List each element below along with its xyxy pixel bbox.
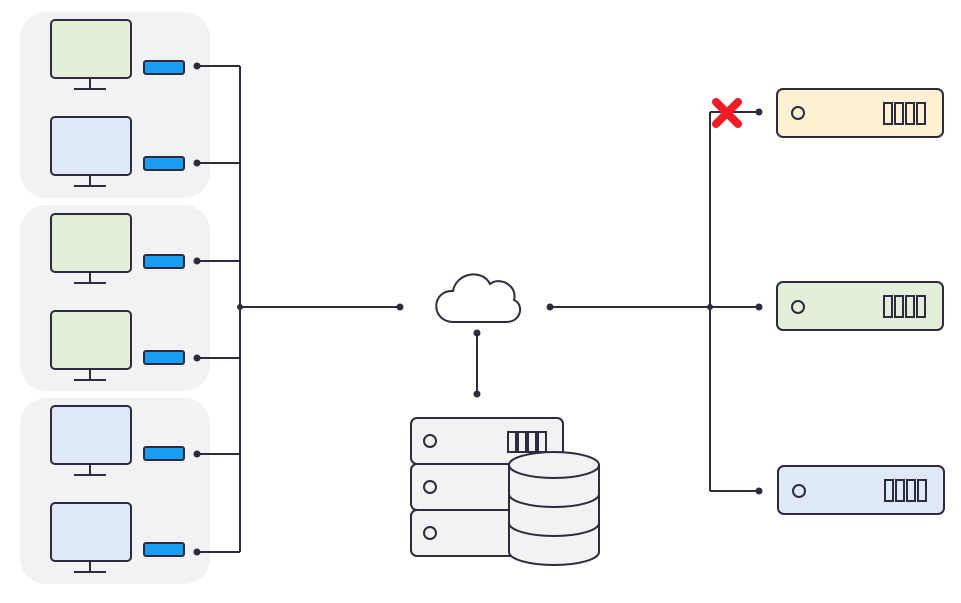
computer-1 xyxy=(50,19,185,90)
computer-2 xyxy=(50,116,185,187)
monitor-icon xyxy=(50,310,132,370)
network-card-icon xyxy=(143,60,185,75)
network-card-icon xyxy=(143,156,185,171)
cloud-icon xyxy=(435,273,522,323)
computer-4 xyxy=(50,310,185,381)
monitor-icon xyxy=(50,405,132,465)
network-card-icon xyxy=(143,542,185,557)
database-icon xyxy=(508,451,600,566)
network-card-icon xyxy=(143,254,185,269)
monitor-icon xyxy=(50,502,132,562)
monitor-icon xyxy=(50,19,132,79)
computer-6 xyxy=(50,502,185,573)
server-bus xyxy=(707,108,763,495)
monitor-icon xyxy=(50,116,132,176)
server-1 xyxy=(776,88,944,138)
server-icon xyxy=(776,88,944,138)
monitor-icon xyxy=(50,213,132,273)
server-icon xyxy=(777,465,945,515)
computer-5 xyxy=(50,405,185,476)
network-card-icon xyxy=(143,350,185,365)
server-icon xyxy=(776,281,944,331)
network-card-icon xyxy=(143,446,185,461)
x-mark-icon xyxy=(712,98,742,128)
server-3 xyxy=(777,465,945,515)
server-2 xyxy=(776,281,944,331)
computer-3 xyxy=(50,213,185,284)
